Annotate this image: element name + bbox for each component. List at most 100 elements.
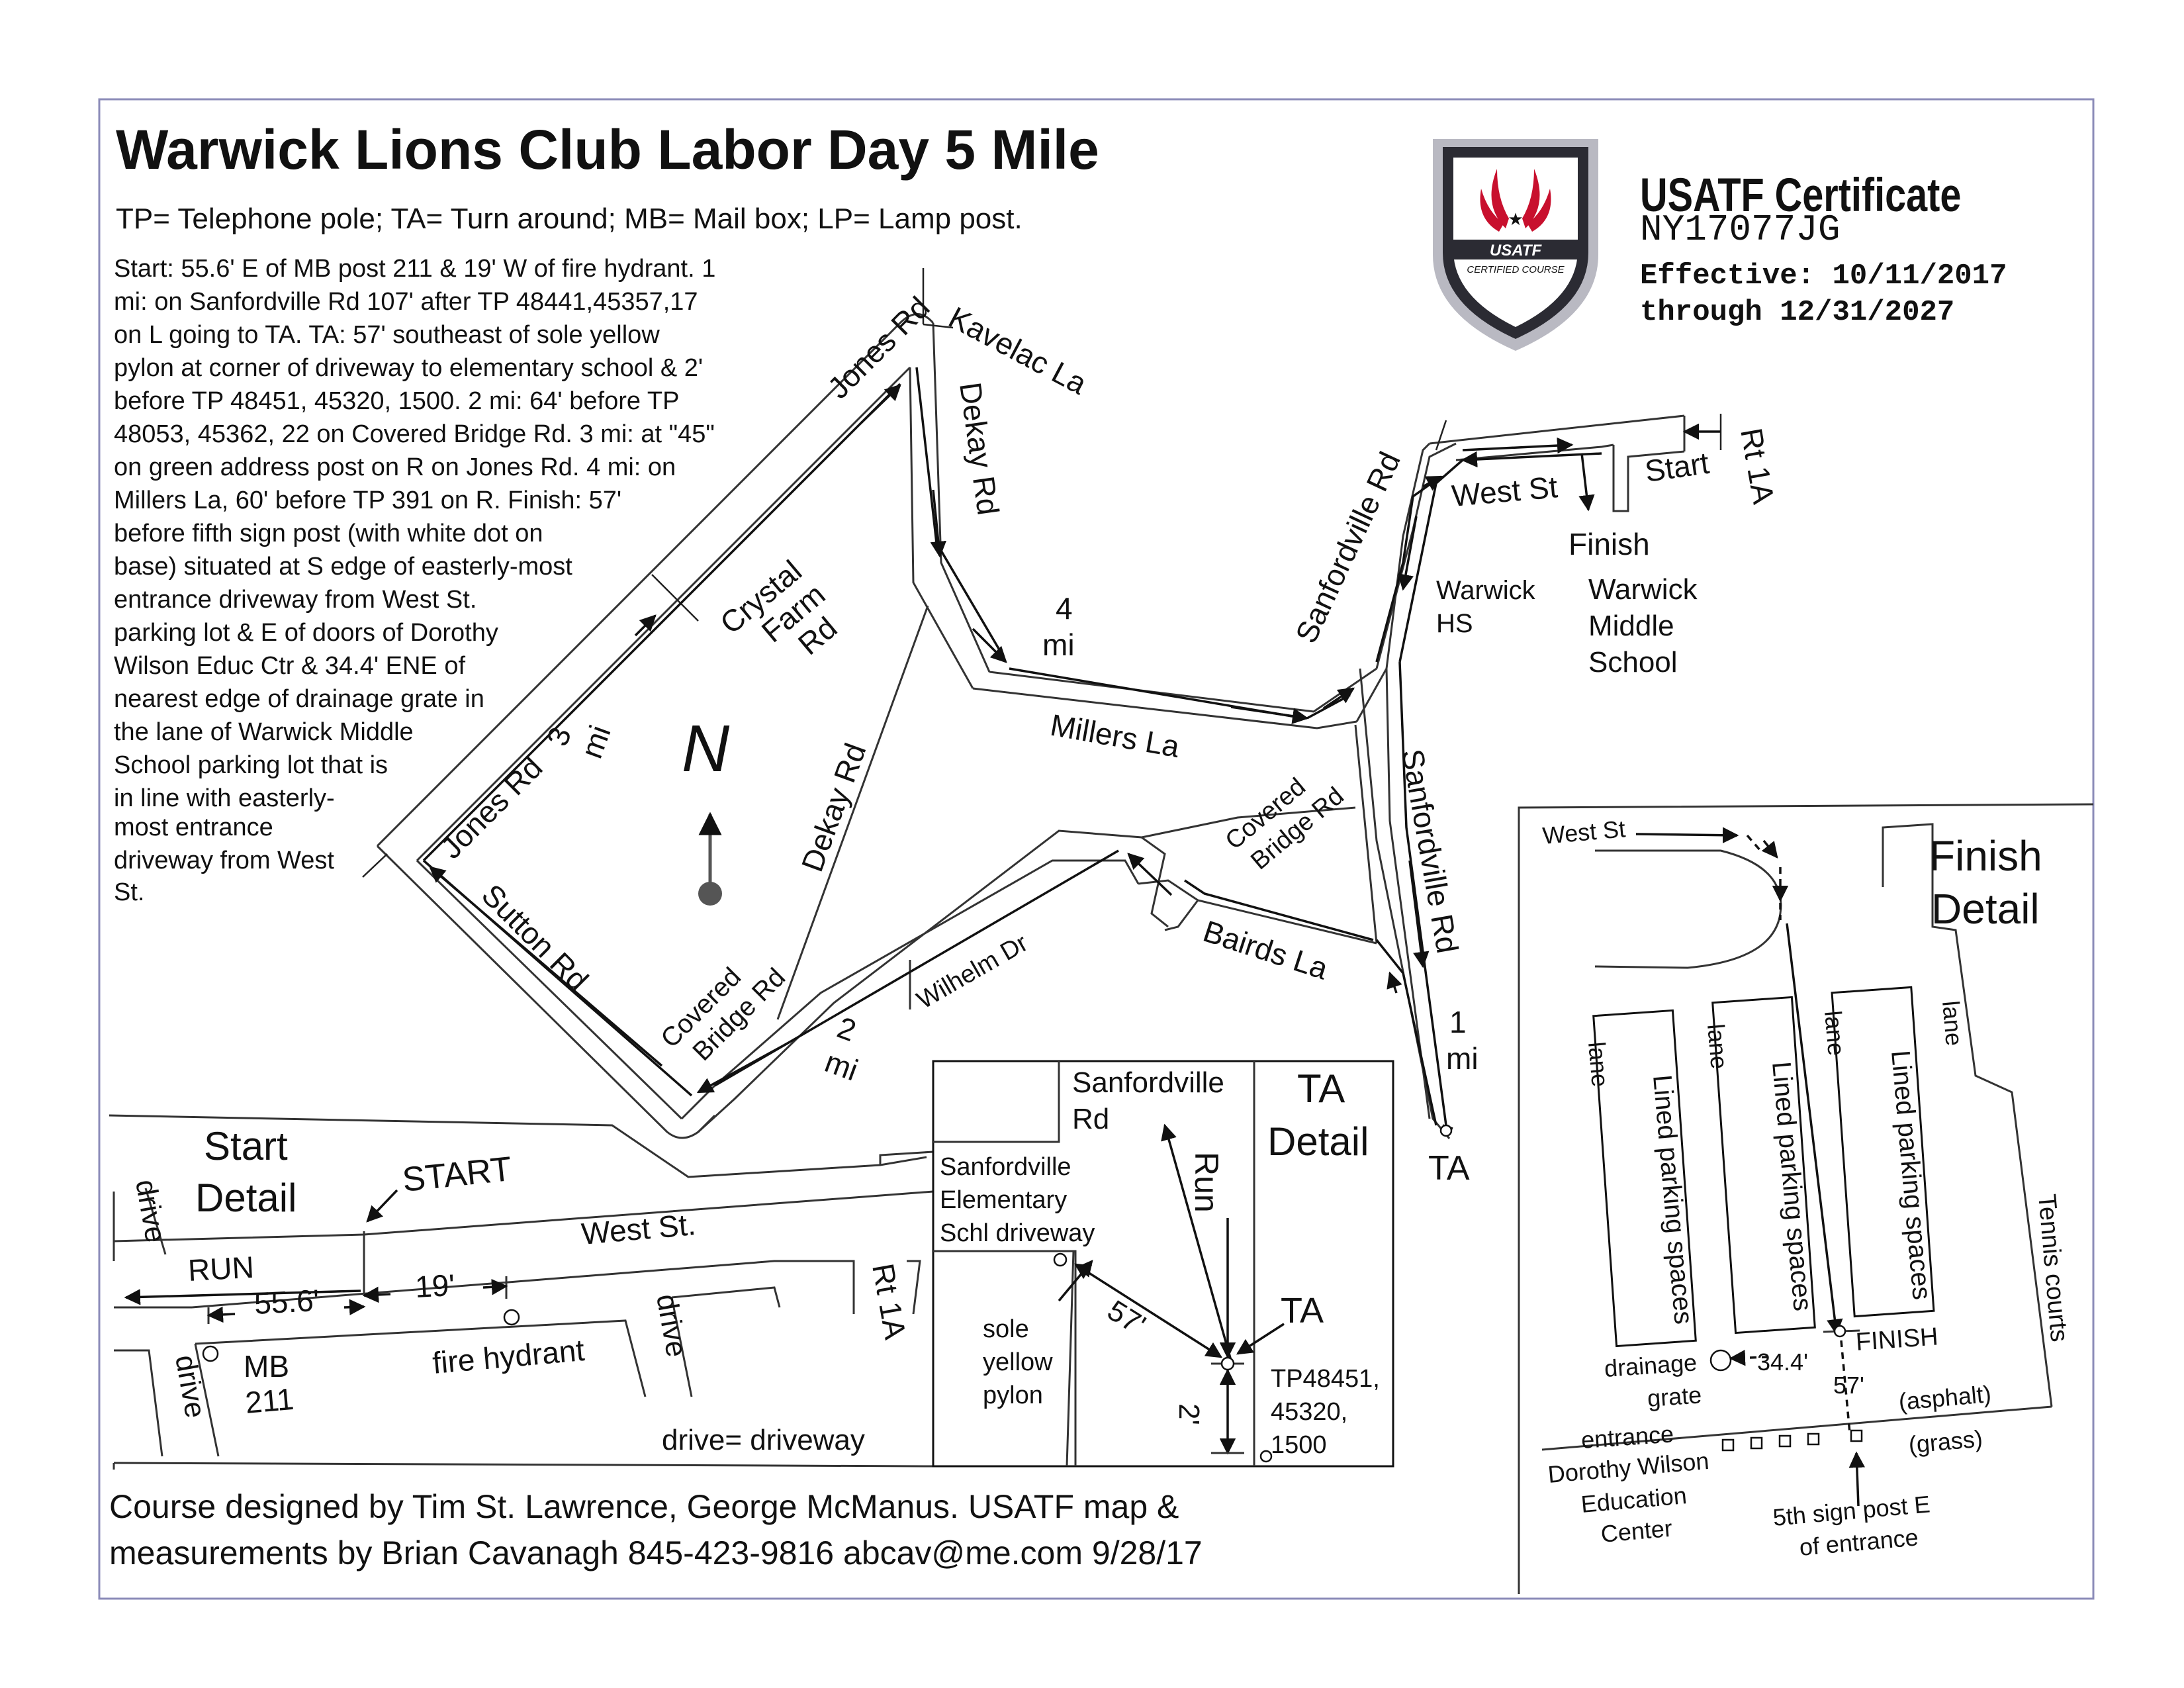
start-detail-drive-2: drive	[169, 1352, 212, 1420]
svg-text:School: School	[1588, 646, 1678, 679]
pylon-marker	[1053, 1252, 1068, 1267]
svg-text:Warwick: Warwick	[1436, 576, 1536, 605]
parking-block-1	[1592, 1009, 1697, 1348]
start-detail-title-2: Detail	[195, 1176, 296, 1220]
finish-detail-dist-344: 34.4'	[1757, 1348, 1808, 1376]
svg-text:Start: 55.6' E of MB post 211: Start: 55.6' E of MB post 211 & 19' W of…	[114, 255, 715, 283]
svg-text:mi: mi	[574, 721, 617, 763]
start-detail-mb-1: MB	[244, 1349, 289, 1383]
finish-detail-dwec-2: Education	[1580, 1481, 1688, 1518]
svg-text:1: 1	[1449, 1005, 1467, 1039]
finish-detail-sign-post-2: of entrance	[1798, 1523, 1919, 1561]
finish-detail-parking-1: Lined parking spaces	[1647, 1074, 1698, 1325]
start-detail-drive-note: drive= driveway	[662, 1424, 865, 1456]
svg-text:Millers La, 60' before TP 391: Millers La, 60' before TP 391 on R. Fini…	[114, 487, 621, 514]
ta-detail-dist-57: 57'	[1102, 1294, 1152, 1342]
badge-subtitle: CERTIFIED COURSE	[1467, 264, 1565, 275]
svg-text:before fifth sign post (with w: before fifth sign post (with white dot o…	[114, 520, 543, 547]
finish-detail-lane-4: lane	[1937, 1000, 1968, 1047]
place-label-finish: Finish	[1569, 527, 1650, 561]
fire-hydrant-marker	[503, 1309, 520, 1326]
ta-detail-sanfordville-1: Sanfordville	[1072, 1066, 1224, 1099]
start-detail-title-1: Start	[204, 1124, 288, 1168]
svg-text:driveway from West: driveway from West	[114, 847, 334, 874]
footer-credits-line-2: measurements by Brian Cavanagh 845-423-9…	[109, 1534, 1203, 1571]
mailbox-marker	[202, 1345, 219, 1362]
svg-text:St.: St.	[114, 878, 144, 906]
road-label-jones-rd-west: Jones Rd	[433, 750, 549, 865]
svg-text:Wilson Educ Ctr & 34.4' ENE of: Wilson Educ Ctr & 34.4' ENE of	[114, 652, 465, 680]
road-label-sutton-rd: Sutton Rd	[475, 877, 595, 997]
road-label-rt-1a: Rt 1A	[1734, 426, 1781, 507]
finish-detail-entrance: entrance	[1580, 1420, 1675, 1454]
start-detail-dist-556: 55.6'	[253, 1283, 320, 1321]
finish-detail-lane-1: lane	[1583, 1041, 1614, 1088]
certificate-number: NY17077JG	[1640, 209, 1840, 251]
road-label-wilhelm-dr: Wilhelm Dr	[913, 929, 1033, 1014]
north-arrow: N	[682, 712, 730, 906]
ta-detail-pylon-2: yellow	[983, 1348, 1053, 1376]
finish-detail-lane-2: lane	[1702, 1023, 1733, 1070]
finish-detail-dwec-3: Center	[1600, 1515, 1673, 1548]
ta-detail-tp-1: TP48451,	[1271, 1365, 1380, 1393]
start-detail-dist-19: 19'	[414, 1268, 456, 1304]
tp-marker	[1259, 1450, 1273, 1463]
ta-detail: TA Detail Sanfordville Rd Sanfordville E…	[932, 1060, 1394, 1468]
mile-marker-1: 1 mi	[1446, 1005, 1479, 1076]
start-detail-west-st: West St.	[580, 1207, 697, 1251]
mile-marker-4: 4 mi	[1042, 591, 1075, 662]
start-detail-drive-1: drive	[129, 1177, 172, 1244]
sign-posts	[1721, 1429, 1863, 1452]
svg-text:base) situated at S edge of ea: base) situated at S edge of easterly-mos…	[114, 553, 572, 581]
place-label-start: Start	[1643, 445, 1711, 489]
ta-detail-school-3: Schl driveway	[940, 1219, 1095, 1247]
star-icon: ★	[1508, 209, 1523, 229]
ta-marker	[1439, 1124, 1453, 1137]
svg-text:on green address post on R on: on green address post on R on Jones Rd. …	[114, 453, 676, 481]
finish-detail-title-1: Finish	[1929, 832, 2042, 880]
ta-detail-tp-2: 45320,	[1271, 1398, 1347, 1426]
north-arrow-icon: N	[682, 712, 730, 786]
svg-text:4: 4	[1056, 591, 1073, 626]
svg-text:pylon at corner of driveway to: pylon at corner of driveway to elementar…	[114, 354, 703, 382]
badge-brand: USATF	[1490, 242, 1543, 259]
svg-text:nearest edge of drainage grate: nearest edge of drainage grate in	[114, 685, 484, 713]
finish-detail-drainage-1: drainage	[1604, 1348, 1698, 1382]
ta-detail-sanfordville-2: Rd	[1072, 1103, 1109, 1135]
svg-text:parking lot & E of doors of Do: parking lot & E of doors of Dorothy	[114, 619, 498, 647]
finish-detail-west-st: West St	[1541, 815, 1626, 849]
finish-detail: Finish Detail West St lane lane lane lan…	[1518, 803, 2094, 1594]
svg-text:in line with easterly-: in line with easterly-	[114, 784, 335, 812]
drainage-grate-marker	[1709, 1349, 1732, 1372]
finish-detail-grass: (grass)	[1907, 1425, 1983, 1458]
finish-detail-drainage-2: grate	[1647, 1381, 1703, 1412]
svg-text:Middle: Middle	[1588, 610, 1674, 642]
svg-text:School parking lot that is: School parking lot that is	[114, 751, 388, 779]
race-route	[422, 367, 1721, 1137]
road-label-dekay-rd-north: Dekay Rd	[953, 380, 1006, 517]
start-detail-fire-hydrant: fire hydrant	[431, 1333, 586, 1380]
ta-detail-title-1: TA	[1297, 1066, 1345, 1111]
finish-detail-parking-2: Lined parking spaces	[1766, 1060, 1817, 1312]
start-detail-drive-3: drive	[650, 1291, 693, 1359]
mile-marker-3: 3 mi	[540, 721, 617, 763]
ta-detail-run: Run	[1188, 1152, 1225, 1213]
ta-detail-title-2: Detail	[1267, 1119, 1369, 1164]
usatf-badge: ★ USATF CERTIFIED COURSE	[1433, 139, 1598, 351]
parking-block-3	[1831, 986, 1935, 1318]
certificate-effective: Effective: 10/11/2017	[1640, 259, 2007, 293]
certificate-heading: USATF Certificate	[1640, 168, 1961, 221]
start-detail-run: RUN	[187, 1250, 255, 1288]
start-detail: Start Detail START West St. RUN 55.6' 19…	[109, 1114, 934, 1470]
svg-text:HS: HS	[1436, 609, 1473, 638]
ta-detail-school-1: Sanfordville	[940, 1153, 1071, 1181]
page-title: Warwick Lions Club Labor Day 5 Mile	[116, 118, 1099, 181]
finish-detail-parking-3: Lined parking spaces	[1886, 1049, 1936, 1301]
finish-detail-lane-3: lane	[1819, 1009, 1850, 1056]
finish-detail-finish: FINISH	[1855, 1323, 1939, 1356]
svg-text:on L going to TA. TA: 57' sout: on L going to TA. TA: 57' southeast of s…	[114, 321, 660, 349]
ta-detail-ta: TA	[1281, 1291, 1324, 1331]
svg-text:mi: on Sanfordville Rd 107' af: mi: on Sanfordville Rd 107' after TP 484…	[114, 288, 698, 316]
finish-detail-asphalt: (asphalt)	[1897, 1380, 1992, 1415]
